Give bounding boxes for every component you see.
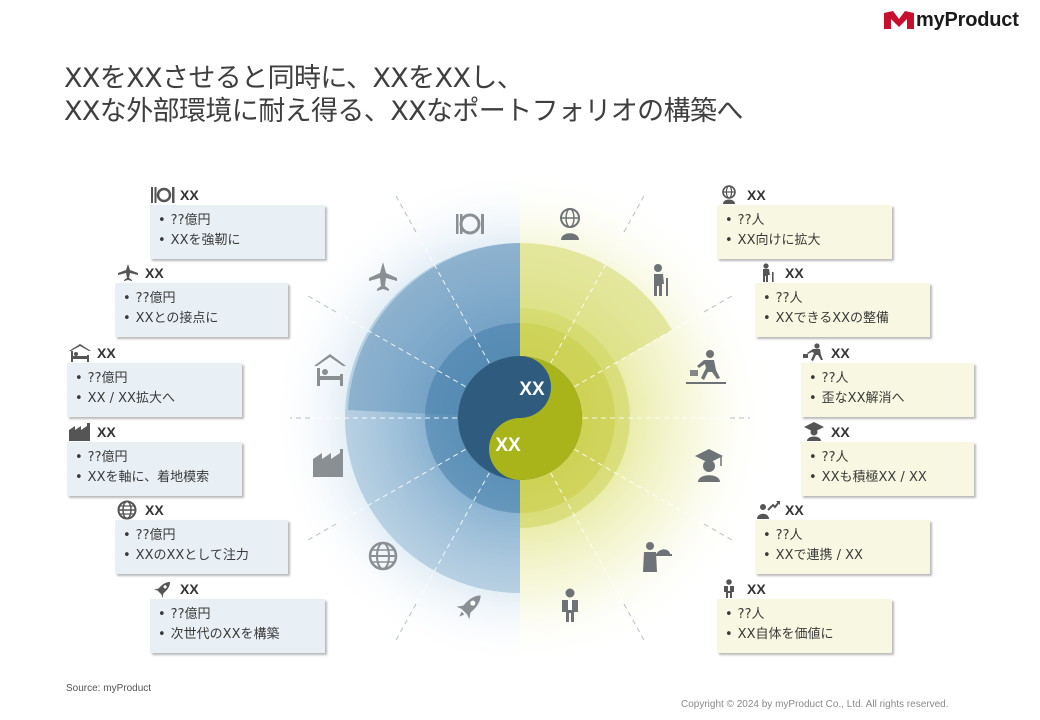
copyright-notice: Copyright © 2024 by myProduct Co., Ltd. … <box>681 699 949 710</box>
card-description: 歪なXX解消へ <box>809 389 974 409</box>
card-body: ??人 XX向けに拡大 <box>717 205 892 259</box>
card-body: ??億円 XXのXXとして注力 <box>115 520 288 574</box>
card-description: XX向けに拡大 <box>725 231 892 251</box>
card-title: XX <box>180 187 199 203</box>
card-body: ??億円 XXを軸に、着地模索 <box>67 442 242 496</box>
yin-yang-center <box>458 356 582 480</box>
right-card-6: XX ??人 XX自体を価値に <box>717 579 892 653</box>
ring-elderly-person-icon <box>654 264 668 296</box>
card-title: XX <box>180 581 199 597</box>
center-bottom-label: XX <box>495 435 521 456</box>
left-card-2: XX ??億円 XXとの接点に <box>115 263 288 337</box>
card-body: ??億円 XX / XX拡大へ <box>67 363 242 417</box>
card-body: ??億円 次世代のXXを構築 <box>150 599 325 653</box>
hotel-bed-icon <box>69 344 91 362</box>
airplane-icon <box>118 264 138 281</box>
card-title: XX <box>785 265 804 281</box>
card-description: XXとの接点に <box>123 309 288 329</box>
globe-person-icon <box>722 185 736 204</box>
card-body: ??人 XX自体を価値に <box>717 599 892 653</box>
card-value: ??人 <box>725 605 892 625</box>
card-title: XX <box>97 424 116 440</box>
waiter-icon <box>724 579 734 598</box>
globe-icon <box>117 500 137 520</box>
card-value: ??人 <box>763 289 930 309</box>
ring-rocket-icon <box>456 595 481 620</box>
card-title: XX <box>97 345 116 361</box>
ring-waiter-icon <box>643 542 672 572</box>
card-title: XX <box>785 502 804 518</box>
rocket-icon <box>153 581 171 599</box>
card-description: XXできるXXの整備 <box>763 309 930 329</box>
card-body: ??億円 XXとの接点に <box>115 283 288 337</box>
ring-globe-icon <box>368 541 398 571</box>
card-title: XX <box>831 424 850 440</box>
card-body: ??人 XXで連携 / XX <box>755 520 930 574</box>
card-body: ??人 歪なXX解消へ <box>801 363 974 417</box>
right-card-2: XX ??人 XXできるXXの整備 <box>755 263 930 337</box>
brand-mark-icon <box>884 11 914 29</box>
ring-climbing-stairs-icon <box>686 350 726 384</box>
left-card-6: XX ??億円 次世代のXXを構築 <box>150 579 325 653</box>
card-body: ??億円 XXを強靭に <box>150 205 325 259</box>
brand-logo: myProduct <box>884 8 1019 32</box>
page-title: XXをXXさせると同時に、XXをXXし、 XXな外部環境に耐え得る、XXなポート… <box>64 62 964 128</box>
left-card-4: XX ??億円 XXを軸に、着地模索 <box>67 422 242 496</box>
card-title: XX <box>747 581 766 597</box>
card-value: ??億円 <box>123 289 288 309</box>
left-card-5: XX ??億円 XXのXXとして注力 <box>115 500 288 574</box>
growth-person-icon <box>757 501 780 519</box>
card-title: XX <box>831 345 850 361</box>
card-body: ??人 XXも積極XX / XX <box>801 442 974 496</box>
ring-staff-person-icon <box>562 588 578 622</box>
card-description: XXを軸に、着地模索 <box>75 468 242 488</box>
graduate-icon <box>804 422 824 441</box>
card-value: ??億円 <box>158 211 325 231</box>
dining-icon <box>151 187 175 203</box>
left-card-3: XX ??億円 XX / XX拡大へ <box>67 343 242 417</box>
card-value: ??人 <box>809 448 974 468</box>
card-value: ??億円 <box>123 526 288 546</box>
card-title: XX <box>145 265 164 281</box>
card-value: ??人 <box>809 369 974 389</box>
brand-name: myProduct <box>916 8 1019 31</box>
right-card-1: XX ??人 XX向けに拡大 <box>717 185 892 259</box>
radial-dashes <box>310 231 730 605</box>
card-description: XX / XX拡大へ <box>75 389 242 409</box>
ring-graduate-icon <box>695 449 723 482</box>
left-card-1: XX ??億円 XXを強靭に <box>150 185 325 259</box>
right-card-5: XX ??人 XXで連携 / XX <box>755 500 930 574</box>
card-title: XX <box>747 187 766 203</box>
factory-icon <box>69 423 90 441</box>
right-card-4: XX ??人 XXも積極XX / XX <box>801 422 974 496</box>
elderly-person-icon <box>763 263 774 282</box>
card-description: XXのXXとして注力 <box>123 546 288 566</box>
source-note: Source: myProduct <box>66 683 152 694</box>
card-description: XXを強靭に <box>158 231 325 251</box>
ring-airplane-icon <box>369 262 397 291</box>
card-value: ??億円 <box>75 369 242 389</box>
climbing-stairs-icon <box>803 343 823 362</box>
ring-globe-person-icon <box>560 208 580 240</box>
title-line-1: XXをXXさせると同時に、XXをXXし、 <box>64 63 524 94</box>
title-line-2: XXな外部環境に耐え得る、XXなポートフォリオの構築へ <box>64 96 743 127</box>
card-description: XX自体を価値に <box>725 625 892 645</box>
card-body: ??人 XXできるXXの整備 <box>755 283 930 337</box>
card-description: XXも積極XX / XX <box>809 468 974 488</box>
card-value: ??人 <box>763 526 930 546</box>
card-title: XX <box>145 502 164 518</box>
card-description: XXで連携 / XX <box>763 546 930 566</box>
ring-hotel-bed-icon <box>314 354 346 386</box>
ring-dining-icon <box>456 213 484 235</box>
card-value: ??億円 <box>75 448 242 468</box>
center-top-label: XX <box>519 379 545 400</box>
card-description: 次世代のXXを構築 <box>158 625 325 645</box>
card-value: ??億円 <box>158 605 325 625</box>
ring-factory-icon <box>313 449 343 477</box>
card-value: ??人 <box>725 211 892 231</box>
outer-dashes <box>290 195 750 641</box>
right-card-3: XX ??人 歪なXX解消へ <box>801 343 974 417</box>
